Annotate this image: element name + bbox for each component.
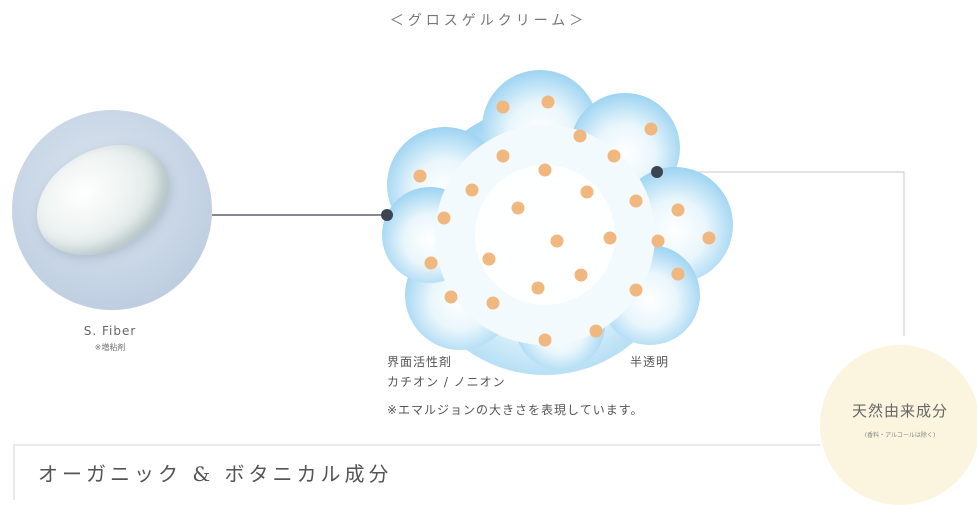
emulsion-dot	[629, 283, 643, 297]
organic-box-border	[13, 444, 820, 500]
emulsion-dot	[651, 234, 665, 248]
natural-connector-line	[657, 171, 905, 336]
surfactant-label: 界面活性剤	[387, 355, 453, 369]
emulsion-dot	[424, 256, 438, 270]
fiber-label: S. Fiber	[83, 324, 137, 338]
emulsion-dot	[550, 234, 564, 248]
emulsion-dot	[671, 203, 685, 217]
translucent-label: 半透明	[630, 355, 670, 369]
emulsion-dot	[444, 290, 458, 304]
emulsion-dot	[486, 296, 500, 310]
emulsion-dot	[413, 169, 427, 183]
emulsion-dot	[482, 252, 496, 266]
natural-ingredients-note: (香料・アルコールは除く)	[864, 432, 936, 439]
emulsion-dot	[531, 281, 545, 295]
fiber-connector-node	[381, 209, 393, 221]
emulsion-dot	[541, 95, 555, 109]
natural-ingredients-circle	[820, 345, 977, 505]
emulsion-dot	[671, 267, 685, 281]
surfactant-type-label: カチオン / ノニオン	[387, 375, 506, 389]
emulsion-dot	[629, 194, 643, 208]
emulsion-dot	[511, 201, 525, 215]
emulsion-dot	[538, 333, 552, 347]
emulsion-dot	[607, 149, 621, 163]
emulsion-note: ※エマルジョンの大きさを表現しています。	[387, 403, 644, 417]
emulsion-dot	[437, 211, 451, 225]
emulsion-dot	[496, 149, 510, 163]
gel-cloud	[382, 70, 733, 375]
emulsion-dots	[413, 95, 716, 347]
natural-ingredients-title: 天然由来成分	[851, 402, 948, 420]
organic-botanical-heading: オーガニック & ボタニカル成分	[38, 462, 393, 486]
emulsion-dot	[538, 163, 552, 177]
fiber-sub-label: ※増粘剤	[94, 343, 126, 352]
emulsion-dot	[574, 268, 588, 282]
emulsion-dot	[496, 100, 510, 114]
product-title: ＜グロスゲルクリーム＞	[389, 13, 588, 29]
emulsion-dot	[580, 185, 594, 199]
emulsion-dot	[644, 122, 658, 136]
natural-connector-node	[651, 166, 663, 178]
emulsion-dot	[589, 324, 603, 338]
emulsion-dot	[702, 231, 716, 245]
emulsion-dot	[603, 231, 617, 245]
emulsion-dot	[465, 183, 479, 197]
emulsion-dot	[573, 129, 587, 143]
